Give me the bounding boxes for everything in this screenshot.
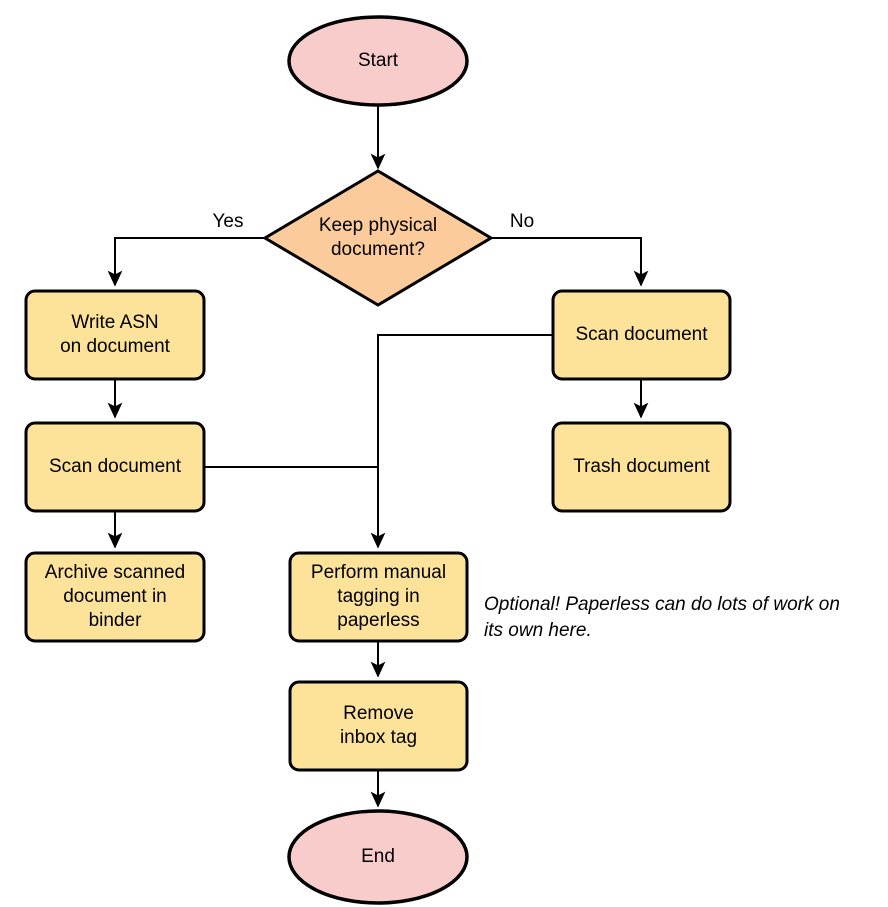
node-trash-document[interactable]: Trash document: [551, 421, 732, 513]
node-label-line: Trash document: [573, 456, 710, 477]
node-archive-scanned-document-in-binder[interactable]: Archive scanned document in binder: [24, 551, 206, 643]
node-scan-document-right[interactable]: Scan document: [551, 289, 732, 381]
node-label-line: Perform manual: [311, 562, 446, 583]
process-shape[interactable]: [24, 551, 206, 643]
node-label-line: Archive scanned: [45, 562, 185, 583]
edges-layer: Yes No: [107, 105, 649, 808]
terminator-shape[interactable]: [287, 809, 469, 905]
annotations-layer: Optional! Paperless can do lots of work …: [484, 594, 840, 641]
node-label-line: Start: [358, 50, 399, 71]
annotation-line: Optional! Paperless can do lots of work …: [484, 594, 840, 615]
node-label-line: Scan document: [575, 324, 708, 345]
node-scan-document-left[interactable]: Scan document: [24, 421, 206, 513]
edge-scan-right-to-manual-tagging: [370, 334, 553, 549]
process-shape[interactable]: [551, 421, 732, 513]
edge-decision-yes-to-write-asn: Yes: [107, 211, 265, 287]
process-shape[interactable]: [551, 289, 732, 381]
node-label-line: binder: [89, 610, 142, 631]
node-label-line: on document: [60, 336, 171, 357]
node-label-line: document in: [63, 586, 167, 607]
node-label-line: End: [361, 846, 395, 867]
edge-path: [491, 237, 649, 287]
node-label-line: document?: [331, 239, 425, 260]
process-shape[interactable]: [288, 680, 469, 772]
edge-path: [107, 237, 265, 287]
annotation-optional-note: Optional! Paperless can do lots of work …: [484, 594, 840, 641]
edge-label-no: No: [510, 211, 534, 232]
node-perform-manual-tagging-in-paperless[interactable]: Perform manual tagging in paperless: [288, 551, 469, 643]
node-label-line: Keep physical: [319, 215, 437, 236]
node-label-line: Scan document: [49, 456, 182, 477]
node-label-line: inbox tag: [340, 727, 417, 748]
node-label-line: Write ASN: [71, 312, 158, 333]
decision-shape[interactable]: [262, 169, 494, 307]
process-shape[interactable]: [24, 421, 206, 513]
node-label-line: paperless: [337, 610, 419, 631]
node-keep-physical-document[interactable]: Keep physical document?: [262, 169, 494, 307]
process-shape[interactable]: [24, 289, 206, 381]
annotation-line: its own here.: [484, 620, 592, 641]
process-shape[interactable]: [288, 551, 469, 643]
node-label-line: tagging in: [337, 586, 419, 607]
node-start[interactable]: Start: [287, 15, 469, 107]
terminator-shape[interactable]: [287, 15, 469, 107]
node-write-asn-on-document[interactable]: Write ASN on document: [24, 289, 206, 381]
node-label-line: Remove: [343, 703, 414, 724]
edge-label-yes: Yes: [213, 211, 244, 232]
node-end[interactable]: End: [287, 809, 469, 905]
edge-decision-no-to-scan-right: No: [491, 211, 649, 287]
edge-path: [370, 334, 553, 549]
node-remove-inbox-tag[interactable]: Remove inbox tag: [288, 680, 469, 772]
